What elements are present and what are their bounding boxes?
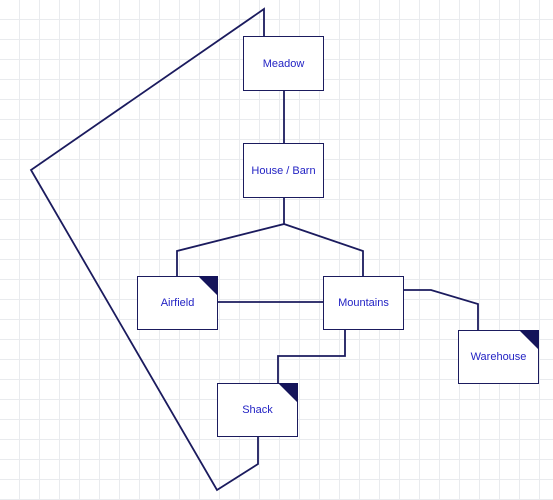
node-house-barn-label: House / Barn	[251, 164, 316, 177]
node-mountains[interactable]: Mountains	[323, 276, 404, 330]
connector-house-airfield[interactable]	[176, 198, 285, 276]
node-shack[interactable]: Shack	[217, 383, 298, 437]
connector-mountains-shack[interactable]	[277, 330, 346, 383]
node-airfield-label: Airfield	[160, 297, 195, 309]
node-meadow-label: Meadow	[262, 57, 305, 70]
node-shack-label: Shack	[242, 404, 273, 416]
node-warehouse[interactable]: Warehouse	[458, 330, 539, 384]
corner-flag-icon	[278, 383, 298, 403]
corner-flag-icon	[519, 330, 539, 350]
node-warehouse-label: Warehouse	[470, 351, 527, 363]
node-meadow[interactable]: Meadow	[243, 36, 324, 91]
connector-mountains-warehouse[interactable]	[404, 289, 479, 330]
connector-shack-meadow[interactable]	[29, 7, 265, 492]
node-airfield[interactable]: Airfield	[137, 276, 218, 330]
node-house-barn[interactable]: House / Barn	[243, 143, 324, 198]
node-mountains-label: Mountains	[338, 297, 389, 309]
corner-flag-icon	[198, 276, 218, 296]
connector-house-mountains[interactable]	[283, 223, 364, 276]
